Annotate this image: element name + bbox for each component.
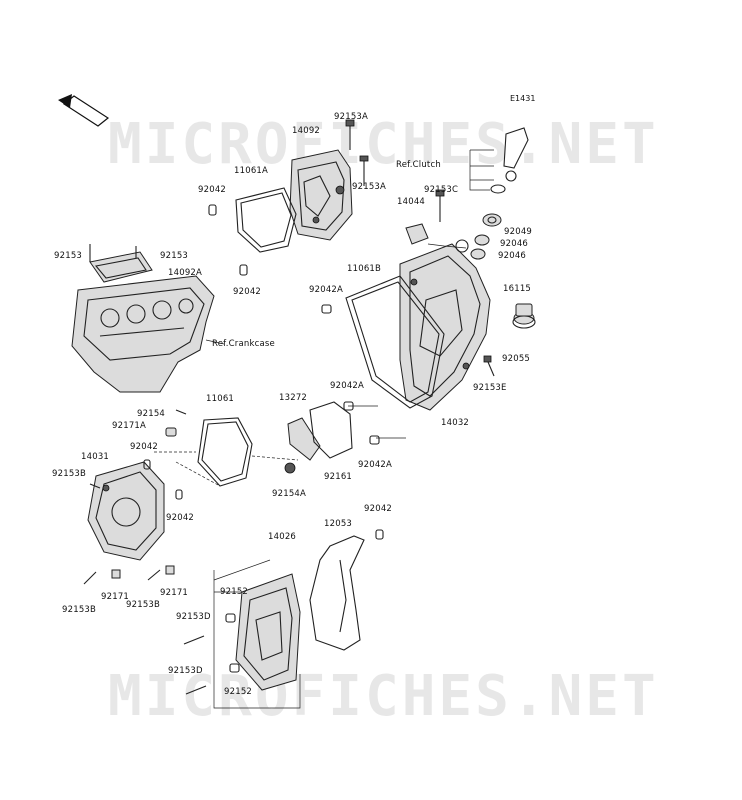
label-11061A: 11061A [234, 166, 269, 176]
bolts-left [83, 409, 187, 585]
label-14032: 14032 [441, 418, 470, 428]
diagram-code: E1431 [510, 94, 536, 103]
label-14092A: 14092A [168, 268, 203, 278]
bracket-12053 [309, 535, 365, 651]
label-92153B-c: 92153B [62, 605, 97, 615]
label-92161: 92161 [324, 472, 353, 482]
gasket-11061 [197, 417, 253, 487]
label-92153D-b: 92153D [168, 666, 203, 676]
cover-14026 [235, 573, 301, 691]
bolt-92154A [284, 462, 296, 474]
label-92152-a: 92152 [220, 587, 249, 597]
gasket-11061A [235, 187, 297, 253]
label-92153-right: 92153 [160, 251, 189, 261]
label-92154A: 92154A [272, 489, 307, 499]
label-92042-d: 92042 [166, 513, 195, 523]
label-14044: 14044 [397, 197, 426, 207]
cover-14031 [87, 461, 165, 561]
crankcase [71, 275, 215, 393]
seal-92049 [470, 213, 502, 260]
dowel-92042 [208, 204, 248, 276]
label-92042A-top: 92042A [309, 285, 344, 295]
label-11061: 11061 [206, 394, 235, 404]
label-ref-crankcase: Ref.Crankcase [212, 339, 275, 349]
label-92153-left: 92153 [54, 251, 83, 261]
spacers-92152 [183, 529, 384, 695]
label-92154: 92154 [137, 409, 166, 419]
label-92171-a: 92171 [101, 592, 130, 602]
plug-16115 [512, 303, 536, 329]
cover-14032 [399, 239, 491, 411]
label-11061B: 11061B [347, 264, 382, 274]
label-13272: 13272 [279, 393, 308, 403]
label-ref-clutch: Ref.Clutch [396, 160, 441, 170]
label-92042-b: 92042 [233, 287, 262, 297]
label-92153B-a: 92153B [52, 469, 87, 479]
label-92046-a: 92046 [500, 239, 529, 249]
label-92153A-mid: 92153A [352, 182, 387, 192]
label-12053: 12053 [324, 519, 353, 529]
label-92046-b: 92046 [498, 251, 527, 261]
label-92153C: 92153C [424, 185, 459, 195]
label-92171-b: 92171 [160, 588, 189, 598]
bracket-14044 [405, 189, 445, 245]
gasket-11061B [345, 275, 445, 409]
plate-92161 [309, 401, 353, 459]
clutch-parts [469, 127, 529, 194]
label-92042A-low: 92042A [358, 460, 393, 470]
label-14026: 14026 [268, 532, 297, 542]
label-92055: 92055 [502, 354, 531, 364]
plate-13272 [287, 417, 321, 461]
label-92042-e: 92042 [364, 504, 393, 514]
cover-14092 [289, 149, 353, 241]
bolt-92153E [483, 355, 495, 377]
label-92153D-a: 92153D [176, 612, 211, 622]
label-92153E: 92153E [473, 383, 507, 393]
label-14092: 14092 [292, 126, 321, 136]
label-92171A: 92171A [112, 421, 147, 431]
label-16115: 16115 [503, 284, 532, 294]
label-92042A-mid: 92042A [330, 381, 365, 391]
label-92042-a: 92042 [198, 185, 227, 195]
label-92042-c: 92042 [130, 442, 159, 452]
label-14031: 14031 [81, 452, 110, 462]
front-arrow-icon [58, 94, 110, 127]
label-92153B-b: 92153B [126, 600, 161, 610]
label-92049: 92049 [504, 227, 533, 237]
bolt-92153A [345, 119, 369, 186]
label-92152-b: 92152 [224, 687, 253, 697]
label-92153A-top: 92153A [334, 112, 369, 122]
plate-14092A [89, 244, 153, 283]
